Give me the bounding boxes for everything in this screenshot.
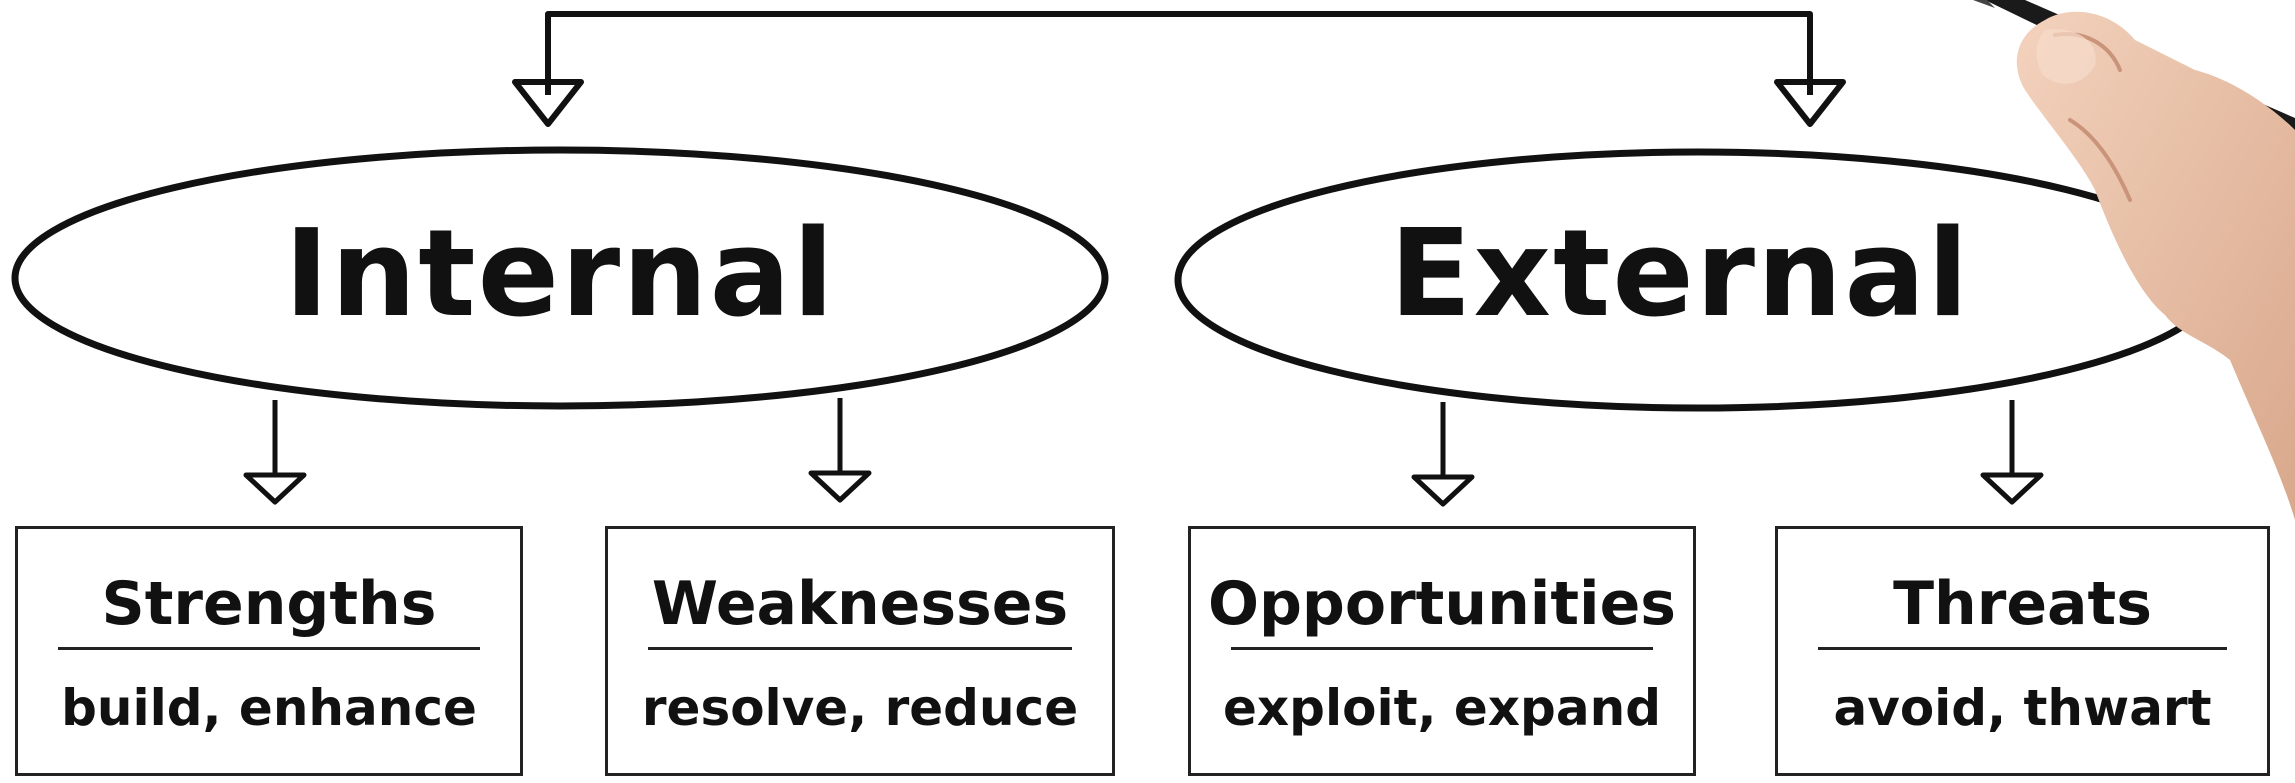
box-subtitle: build, enhance <box>61 679 477 737</box>
title-underline <box>58 647 480 650</box>
box-title: Strengths <box>101 569 437 639</box>
box-title: Threats <box>1893 569 2152 639</box>
box-subtitle: avoid, thwart <box>1833 679 2212 737</box>
strengths-box: Strengths build, enhance <box>15 526 523 776</box>
weaknesses-box: Weaknesses resolve, reduce <box>605 526 1115 776</box>
title-underline <box>1231 647 1653 650</box>
box-subtitle: exploit, expand <box>1223 679 1661 737</box>
external-label: External <box>1389 205 1971 344</box>
title-underline <box>1818 647 2227 650</box>
title-underline <box>648 647 1072 650</box>
internal-label: Internal <box>284 205 836 344</box>
box-title: Opportunities <box>1207 569 1677 639</box>
box-subtitle: resolve, reduce <box>641 679 1079 737</box>
threats-box: Threats avoid, thwart <box>1775 526 2270 776</box>
opportunities-box: Opportunities exploit, expand <box>1188 526 1696 776</box>
hand-with-marker-icon <box>1973 0 2295 520</box>
box-title: Weaknesses <box>651 569 1069 639</box>
